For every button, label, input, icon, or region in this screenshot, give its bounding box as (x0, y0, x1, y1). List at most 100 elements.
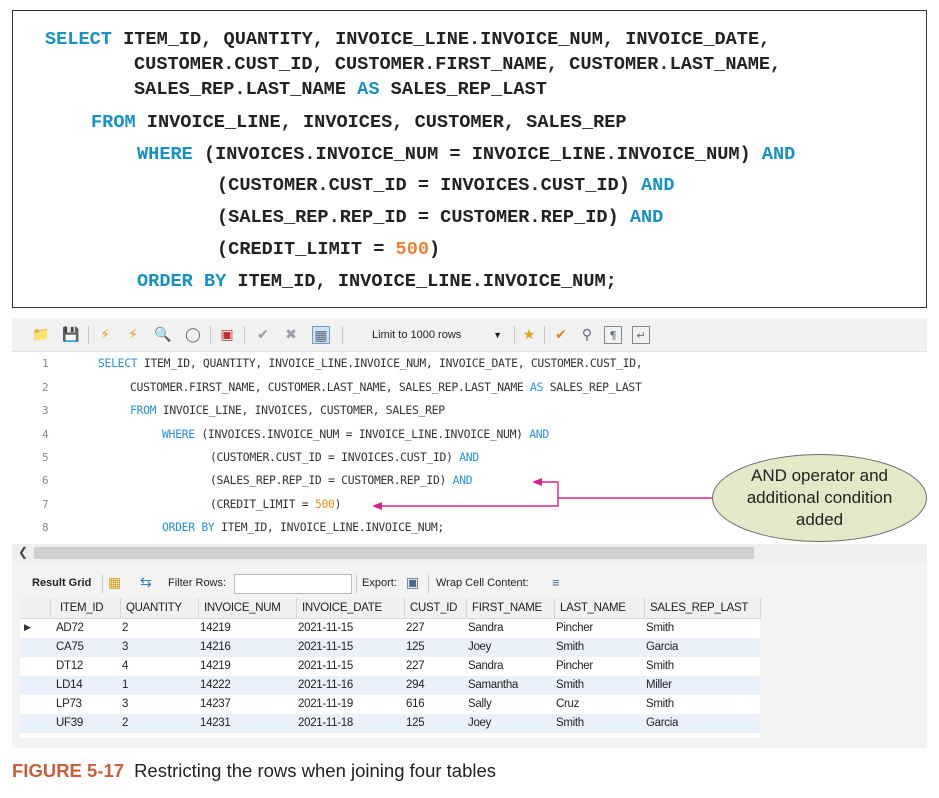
table-cell[interactable]: 125 (406, 717, 425, 729)
table-cell[interactable]: 294 (406, 679, 425, 691)
table-cell[interactable]: 227 (406, 660, 425, 672)
lightning-cursor-icon[interactable]: ⚡ (128, 327, 138, 343)
lightning-icon[interactable]: ⚡ (100, 327, 110, 343)
wrap-icon[interactable]: ↵ (632, 326, 650, 344)
table-row[interactable]: CA75 3 14216 2021-11-15 125 Joey Smith Garcia (20, 638, 760, 657)
table-cell[interactable]: Sally (468, 698, 492, 710)
grid-icon[interactable]: ▦ (108, 574, 122, 590)
sql-line: (CREDIT_LIMIT = 500) (217, 239, 440, 261)
result-grid[interactable]: ITEM_ID QUANTITY INVOICE_NUM INVOICE_DATE CU… (20, 598, 761, 738)
wrap-cell-icon[interactable]: ≡ (552, 575, 560, 590)
refresh-icon[interactable]: ⇆ (140, 574, 152, 590)
column-header[interactable]: LAST_NAME (560, 602, 626, 614)
table-cell[interactable]: 1 (122, 679, 129, 691)
table-cell[interactable]: LD14 (56, 679, 83, 691)
table-cell[interactable]: 14222 (200, 679, 231, 691)
table-cell[interactable]: Miller (646, 679, 672, 691)
magnifier-icon[interactable]: 🔍 (154, 327, 172, 343)
table-cell[interactable]: 14219 (200, 622, 231, 634)
horizontal-scrollbar[interactable]: ❮ (12, 544, 927, 562)
table-cell[interactable]: Pincher (556, 660, 593, 672)
table-cell[interactable]: 227 (406, 622, 425, 634)
table-cell[interactable]: Sandra (468, 660, 504, 672)
sql-text: CUSTOMER.CUST_ID, CUSTOMER.FIRST_NAME, C… (134, 54, 782, 75)
result-grid-label[interactable]: Result Grid (32, 577, 92, 589)
cancel-icon[interactable]: ✖ (285, 327, 297, 343)
table-cell[interactable]: Joey (468, 641, 492, 653)
filter-rows-input[interactable] (234, 574, 352, 594)
table-cell[interactable]: 14216 (200, 641, 231, 653)
table-cell[interactable]: 2021-11-15 (298, 660, 353, 672)
table-cell[interactable]: Samantha (468, 679, 519, 691)
sql-line: CUSTOMER.CUST_ID, CUSTOMER.FIRST_NAME, C… (134, 54, 781, 76)
star-icon[interactable]: ★ (522, 327, 536, 343)
table-cell[interactable]: 3 (122, 641, 129, 653)
table-cell[interactable]: 125 (406, 641, 425, 653)
table-cell[interactable]: Sandra (468, 622, 504, 634)
toolbar-divider (102, 575, 103, 593)
table-cell[interactable]: 2021-11-15 (298, 641, 353, 653)
table-cell[interactable]: 3 (122, 698, 129, 710)
table-cell[interactable]: DT12 (56, 660, 83, 672)
table-cell[interactable]: Smith (646, 660, 674, 672)
table-cell[interactable]: Garcia (646, 717, 679, 729)
table-cell[interactable]: Garcia (646, 641, 679, 653)
table-cell[interactable]: UF39 (56, 717, 83, 729)
table-cell[interactable]: Smith (646, 698, 674, 710)
check-icon[interactable]: ✔ (257, 327, 269, 343)
table-cell[interactable]: CA75 (56, 641, 84, 653)
table-cell[interactable]: LP73 (56, 698, 82, 710)
save-icon[interactable]: 💾 (62, 327, 80, 343)
beautify-icon[interactable]: ▦ (312, 326, 330, 344)
stop-icon[interactable]: ◯ (185, 327, 201, 343)
grid-header-row: ITEM_ID QUANTITY INVOICE_NUM INVOICE_DATE CU… (20, 598, 761, 619)
table-cell[interactable]: 2021-11-16 (298, 679, 353, 691)
table-cell[interactable]: 2021-11-18 (298, 717, 353, 729)
folder-icon[interactable]: 📁 (32, 327, 50, 343)
table-cell[interactable]: 2021-11-15 (298, 622, 353, 634)
column-header[interactable]: INVOICE_NUM (204, 602, 281, 614)
scroll-left-icon[interactable]: ❮ (18, 545, 29, 559)
table-cell[interactable]: 14219 (200, 660, 231, 672)
table-cell[interactable]: 4 (122, 660, 129, 672)
table-cell[interactable]: 616 (406, 698, 425, 710)
limit-rows-label: Limit to 1000 rows (372, 329, 462, 341)
table-cell[interactable]: 14231 (200, 717, 231, 729)
table-row[interactable]: LP73 3 14237 2021-11-19 616 Sally Cruz Smith (20, 695, 760, 714)
invisible-chars-icon[interactable]: ¶ (604, 326, 622, 344)
table-cell[interactable]: Smith (556, 679, 584, 691)
table-cell[interactable]: Smith (646, 622, 674, 634)
column-header[interactable]: ITEM_ID (60, 602, 104, 614)
toggle-icon[interactable]: ▣ (220, 327, 234, 343)
column-header[interactable]: CUST_ID (410, 602, 458, 614)
table-row[interactable]: UF39 2 14231 2021-11-18 125 Joey Smith Garcia (20, 714, 760, 733)
code-keyword: AND (459, 450, 479, 464)
scrollbar-thumb[interactable] (34, 547, 754, 559)
table-cell[interactable]: 14237 (200, 698, 231, 710)
export-icon[interactable]: ▣ (406, 574, 420, 590)
table-row[interactable]: LD14 1 14222 2021-11-16 294 Samantha Smith Mill… (20, 676, 760, 695)
column-header[interactable]: FIRST_NAME (472, 602, 542, 614)
table-cell[interactable]: AD72 (56, 622, 84, 634)
table-row[interactable]: DT12 4 14219 2021-11-15 227 Sandra Pincher Smit… (20, 657, 760, 676)
toolbar-divider (356, 575, 357, 593)
sql-text: (CREDIT_LIMIT = (217, 239, 396, 260)
table-cell[interactable]: Cruz (556, 698, 580, 710)
table-cell[interactable]: 2021-11-19 (298, 698, 353, 710)
broom-icon[interactable]: ✔ (555, 327, 567, 343)
table-cell[interactable]: Smith (556, 717, 584, 729)
table-cell[interactable]: Smith (556, 641, 584, 653)
column-header[interactable]: INVOICE_DATE (302, 602, 382, 614)
table-cell[interactable]: Joey (468, 717, 492, 729)
table-cell[interactable]: 2 (122, 622, 129, 634)
column-header[interactable]: SALES_REP_LAST (650, 602, 749, 614)
table-cell[interactable]: Pincher (556, 622, 593, 634)
table-cell[interactable]: 2 (122, 717, 129, 729)
limit-rows-select[interactable]: Limit to 1000 rows ▼ (368, 325, 510, 345)
search-icon[interactable]: ⚲ (581, 327, 593, 343)
column-header[interactable]: QUANTITY (126, 602, 182, 614)
code-keyword: AND (529, 427, 549, 441)
column-divider (50, 598, 51, 619)
sql-keyword: WHERE (137, 144, 193, 165)
